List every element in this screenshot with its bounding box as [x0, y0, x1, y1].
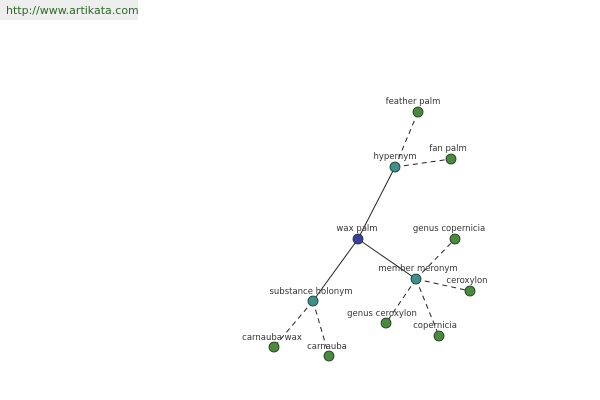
edge-hypernym-to-feather-palm [394, 111, 419, 168]
edges-layer [273, 111, 471, 357]
edge-wax-palm-to-substance-holonym [312, 238, 359, 302]
node-fan-palm[interactable]: fan palm [429, 144, 467, 165]
edge-member-meronym-to-copernicia [415, 278, 440, 337]
edge-member-meronym-to-genus-copernicia [415, 238, 456, 280]
node-label-ceroxylon: ceroxylon [446, 276, 487, 286]
node-circle-ceroxylon[interactable] [464, 285, 476, 297]
edge-substance-holonym-to-carnauba [312, 300, 330, 357]
node-circle-genus-ceroxylon[interactable] [380, 317, 392, 329]
edge-wax-palm-to-hypernym [357, 166, 396, 240]
node-circle-fan-palm[interactable] [445, 153, 457, 165]
node-label-member-meronym: member meronym [378, 264, 457, 274]
node-circle-hypernym[interactable] [389, 161, 401, 173]
node-carnauba-wax[interactable]: carnauba wax [242, 333, 302, 353]
node-substance-holonym[interactable]: substance holonym [269, 287, 353, 307]
node-circle-genus-copernicia[interactable] [449, 233, 461, 245]
node-label-hypernym: hypernym [373, 152, 416, 162]
node-label-genus-ceroxylon: genus ceroxylon [347, 309, 417, 319]
site-url-link[interactable]: http://www.artikata.com [6, 4, 139, 17]
edge-wax-palm-to-member-meronym [357, 238, 417, 280]
node-hypernym[interactable]: hypernym [373, 152, 417, 173]
node-circle-wax-palm[interactable] [352, 233, 364, 245]
node-genus-copernicia[interactable]: genus copernicia [413, 224, 485, 245]
node-wax-palm[interactable]: wax palm [336, 224, 378, 245]
node-label-copernicia: copernicia [413, 321, 457, 331]
node-member-meronym[interactable]: member meronym [378, 264, 458, 285]
node-label-substance-holonym: substance holonym [269, 287, 352, 297]
node-copernicia[interactable]: copernicia [413, 321, 457, 342]
node-circle-carnauba[interactable] [323, 350, 335, 362]
edge-substance-holonym-to-carnauba-wax [273, 300, 314, 348]
site-banner: http://www.artikata.com [0, 0, 139, 20]
node-circle-carnauba-wax[interactable] [268, 341, 280, 353]
node-label-genus-copernicia: genus copernicia [413, 224, 485, 234]
node-circle-feather-palm[interactable] [412, 106, 424, 118]
node-label-wax-palm: wax palm [336, 224, 377, 234]
node-ceroxylon[interactable]: ceroxylon [446, 276, 488, 297]
nodes-layer: wax palm hypernym member meronym substance … [242, 97, 488, 362]
node-label-fan-palm: fan palm [429, 144, 467, 154]
node-label-carnauba-wax: carnauba wax [242, 333, 302, 343]
node-label-feather-palm: feather palm [386, 97, 441, 107]
node-label-carnauba: carnauba [307, 342, 347, 352]
edge-hypernym-to-fan-palm [394, 158, 452, 168]
node-circle-substance-holonym[interactable] [307, 295, 319, 307]
node-circle-member-meronym[interactable] [410, 273, 422, 285]
node-carnauba[interactable]: carnauba [307, 342, 347, 362]
edge-member-meronym-to-ceroxylon [415, 278, 471, 292]
node-circle-copernicia[interactable] [433, 330, 445, 342]
node-feather-palm[interactable]: feather palm [386, 97, 441, 118]
node-genus-ceroxylon[interactable]: genus ceroxylon [347, 309, 417, 329]
